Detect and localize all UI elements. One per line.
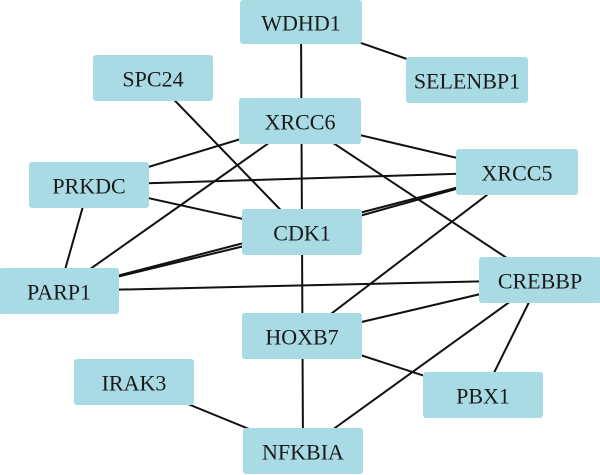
node-label-irak3: IRAK3 bbox=[102, 371, 167, 396]
node-box-xrcc6 bbox=[239, 98, 361, 144]
node-box-spc24 bbox=[93, 55, 213, 101]
edge-parp1-crebbp bbox=[58, 279, 541, 292]
node-box-nfkbia bbox=[243, 428, 363, 474]
node-hoxb7: HOXB7 bbox=[242, 313, 362, 359]
node-selenbp1: SELENBP1 bbox=[406, 57, 528, 103]
node-box-irak3 bbox=[74, 359, 194, 405]
node-label-wdhd1: WDHD1 bbox=[261, 11, 340, 36]
node-box-hoxb7 bbox=[242, 313, 362, 359]
node-cdk1: CDK1 bbox=[242, 209, 362, 255]
edge-xrcc5-hoxb7 bbox=[301, 171, 518, 337]
node-box-wdhd1 bbox=[240, 0, 362, 44]
node-xrcc5: XRCC5 bbox=[456, 149, 578, 195]
node-irak3: IRAK3 bbox=[74, 359, 194, 405]
edge-xrcc6-crebbp bbox=[299, 120, 541, 281]
node-crebbp: CREBBP bbox=[479, 257, 600, 303]
edge-prkdc-xrcc5 bbox=[88, 171, 518, 186]
node-box-parp1 bbox=[0, 268, 119, 314]
edge-crebbp-nfkbia bbox=[302, 279, 541, 452]
node-label-spc24: SPC24 bbox=[122, 67, 183, 92]
edge-spc24-cdk1 bbox=[152, 77, 303, 233]
node-label-cdk1: CDK1 bbox=[273, 221, 330, 246]
node-label-hoxb7: HOXB7 bbox=[265, 325, 338, 350]
node-parp1: PARP1 bbox=[0, 268, 119, 314]
node-wdhd1: WDHD1 bbox=[240, 0, 362, 44]
node-nfkbia: NFKBIA bbox=[243, 428, 363, 474]
node-label-xrcc5: XRCC5 bbox=[482, 161, 553, 186]
node-box-prkdc bbox=[29, 162, 149, 208]
node-label-prkdc: PRKDC bbox=[52, 174, 125, 199]
node-spc24: SPC24 bbox=[93, 55, 213, 101]
node-box-crebbp bbox=[479, 257, 600, 303]
node-label-parp1: PARP1 bbox=[27, 280, 91, 305]
node-label-xrcc6: XRCC6 bbox=[265, 110, 336, 135]
node-box-selenbp1 bbox=[406, 57, 528, 103]
node-label-pbx1: PBX1 bbox=[456, 384, 510, 409]
node-label-crebbp: CREBBP bbox=[498, 269, 582, 294]
node-box-xrcc5 bbox=[456, 149, 578, 195]
node-box-pbx1 bbox=[423, 372, 543, 418]
node-pbx1: PBX1 bbox=[423, 372, 543, 418]
node-label-selenbp1: SELENBP1 bbox=[414, 69, 520, 94]
node-prkdc: PRKDC bbox=[29, 162, 149, 208]
node-box-cdk1 bbox=[242, 209, 362, 255]
node-label-nfkbia: NFKBIA bbox=[262, 440, 344, 465]
edge-xrcc6-parp1 bbox=[58, 120, 301, 292]
node-xrcc6: XRCC6 bbox=[239, 98, 361, 144]
